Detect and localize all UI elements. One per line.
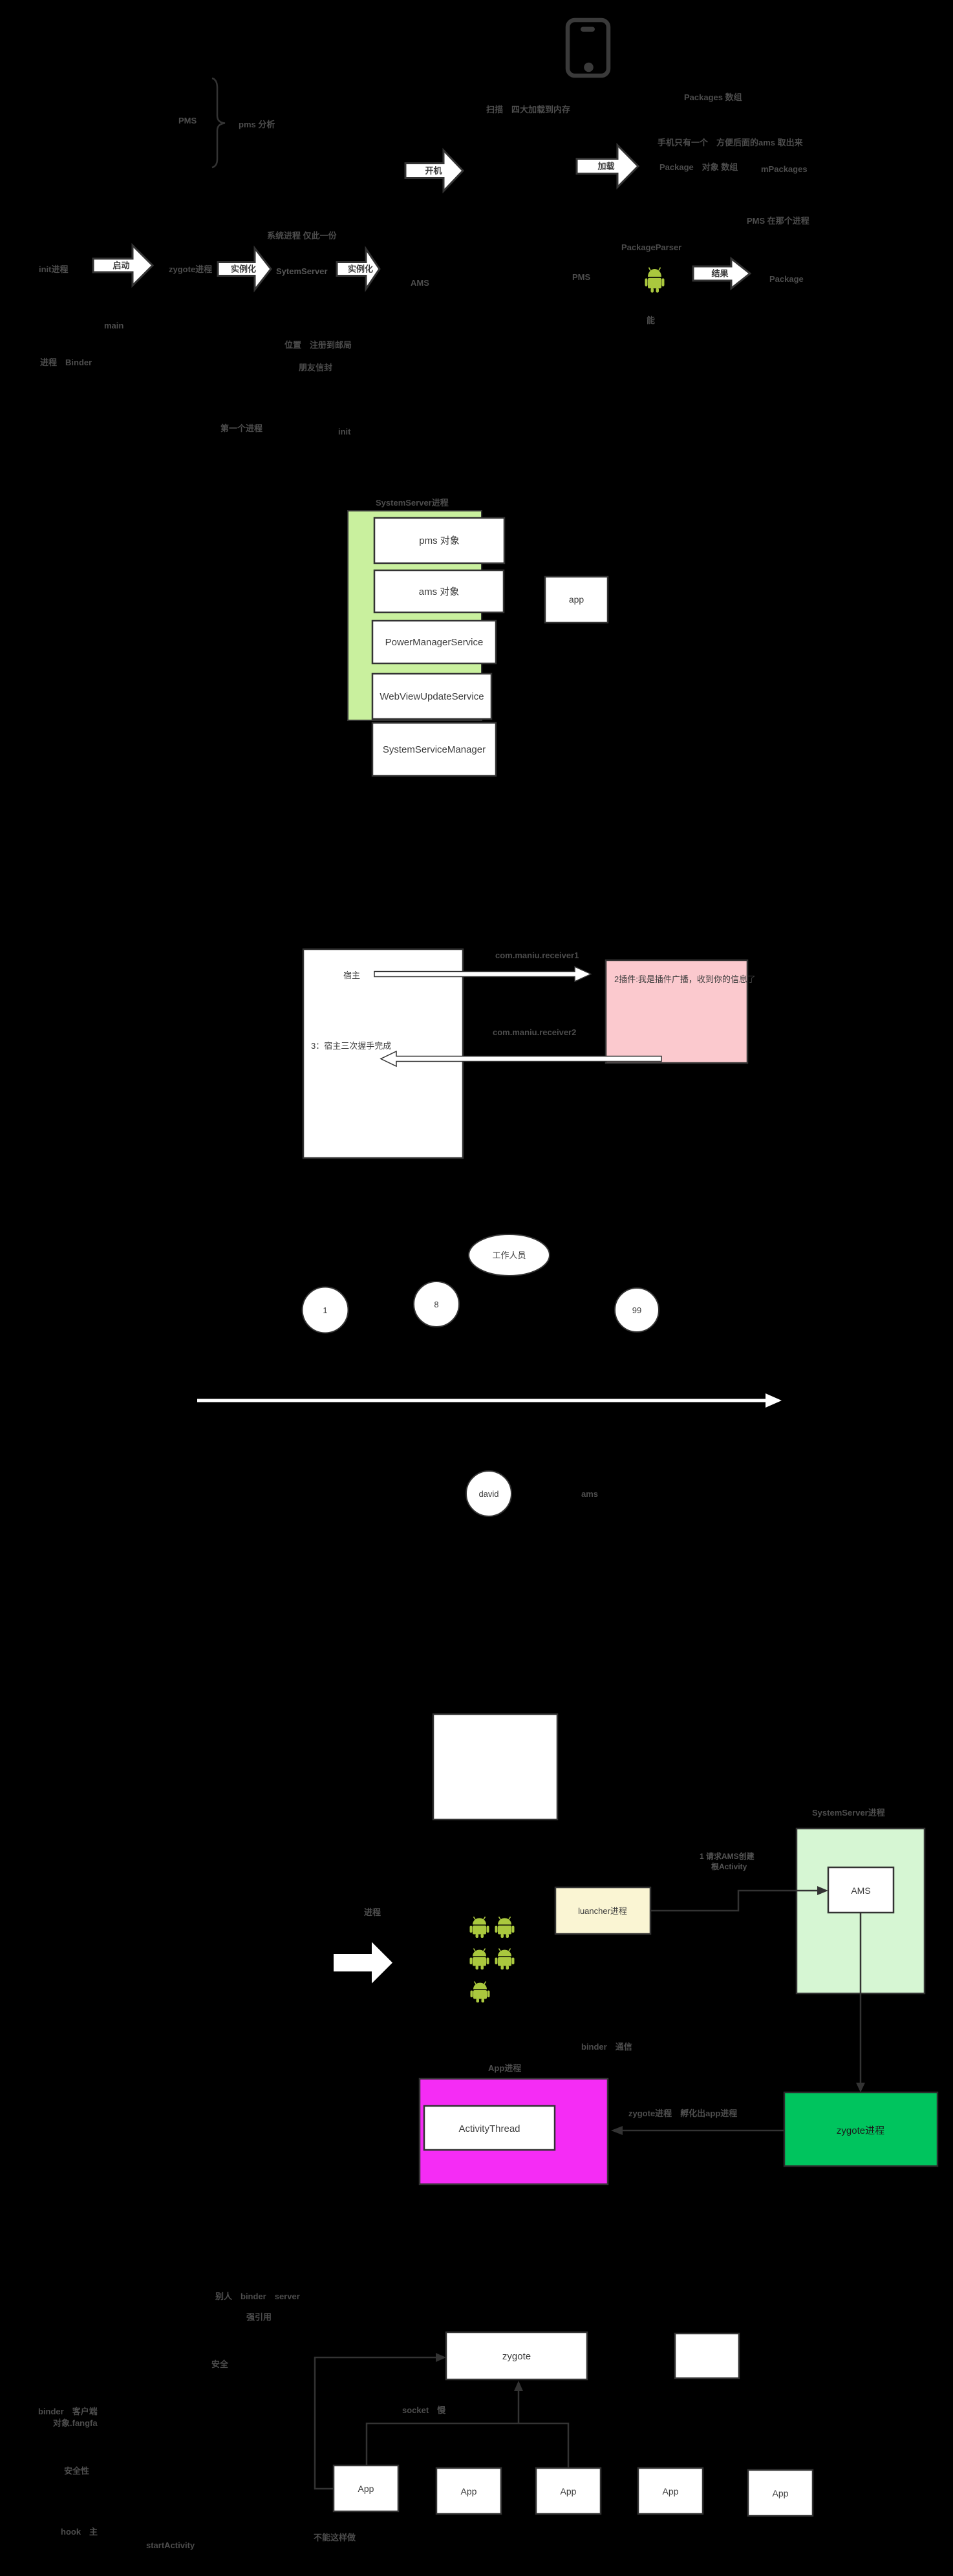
svg-text:mPackages: mPackages [761, 164, 808, 174]
svg-text:hook 主: hook 主 [61, 2527, 98, 2537]
svg-text:App进程: App进程 [488, 2063, 521, 2073]
svg-text:不能这样做: 不能这样做 [314, 2533, 356, 2542]
svg-text:安全: 安全 [211, 2359, 229, 2369]
svg-text:david: david [478, 1489, 498, 1499]
svg-text:app: app [569, 594, 584, 605]
svg-text:pms 分析: pms 分析 [239, 120, 275, 129]
svg-text:SystemServer进程: SystemServer进程 [376, 498, 449, 508]
svg-text:1 请求AMS创建: 1 请求AMS创建 [700, 1851, 755, 1861]
svg-text:8: 8 [434, 1300, 438, 1309]
svg-text:Package 对象 数组: Package 对象 数组 [659, 162, 738, 172]
svg-text:binder 客户端: binder 客户端 [38, 2407, 98, 2416]
svg-text:luancher进程: luancher进程 [578, 1906, 627, 1916]
svg-text:SystemServiceManager: SystemServiceManager [383, 744, 486, 755]
svg-text:init: init [338, 427, 351, 436]
svg-text:能: 能 [647, 316, 655, 325]
svg-text:ams 对象: ams 对象 [419, 586, 460, 597]
svg-text:根Activity: 根Activity [711, 1862, 747, 1871]
svg-text:对象.fangfa: 对象.fangfa [53, 2418, 98, 2428]
svg-text:启动: 启动 [112, 261, 129, 270]
svg-text:PMS: PMS [572, 272, 591, 282]
svg-text:zygote进程 孵化出app进程: zygote进程 孵化出app进程 [628, 2109, 737, 2118]
svg-text:startActivity: startActivity [146, 2540, 195, 2550]
svg-text:1: 1 [323, 1305, 327, 1315]
svg-text:zygote进程: zygote进程 [169, 264, 212, 274]
svg-text:pms 对象: pms 对象 [419, 535, 460, 546]
svg-text:进程 Binder: 进程 Binder [40, 358, 92, 367]
svg-text:zygote进程: zygote进程 [837, 2125, 884, 2136]
svg-text:SystemServer进程: SystemServer进程 [812, 1808, 885, 1818]
svg-text:99: 99 [632, 1305, 641, 1315]
svg-text:宿主: 宿主 [343, 971, 360, 980]
svg-text:AMS: AMS [411, 278, 429, 288]
svg-text:开机: 开机 [425, 166, 442, 176]
svg-text:加载: 加载 [597, 162, 614, 171]
svg-text:App: App [561, 2486, 577, 2496]
svg-text:第一个进程: 第一个进程 [220, 424, 262, 433]
svg-text:2插件:我是插件广播，收到你的信息了: 2插件:我是插件广播，收到你的信息了 [614, 974, 756, 984]
svg-text:系统进程 仅此一份: 系统进程 仅此一份 [267, 231, 337, 241]
svg-text:朋友信封: 朋友信封 [298, 363, 332, 372]
svg-text:PMS 在那个进程: PMS 在那个进程 [747, 216, 809, 226]
svg-text:App: App [663, 2486, 679, 2496]
svg-text:main: main [104, 321, 123, 330]
svg-text:别人 binder server: 别人 binder server [215, 2292, 300, 2301]
svg-text:进程: 进程 [364, 1907, 381, 1917]
svg-text:手机只有一个 方便后面的ams 取出来: 手机只有一个 方便后面的ams 取出来 [658, 138, 804, 147]
svg-text:WebViewUpdateService: WebViewUpdateService [380, 691, 484, 702]
svg-text:实例化: 实例化 [348, 264, 373, 274]
svg-text:ams: ams [581, 1489, 598, 1499]
svg-text:PowerManagerService: PowerManagerService [385, 637, 484, 648]
svg-text:安全性: 安全性 [64, 2466, 89, 2476]
svg-text:Package: Package [769, 274, 804, 284]
svg-text:结果: 结果 [711, 269, 728, 279]
svg-text:工作人员: 工作人员 [492, 1250, 526, 1260]
svg-text:PackageParser: PackageParser [621, 242, 681, 252]
svg-text:zygote: zygote [502, 2351, 531, 2362]
svg-text:com.maniu.receiver1: com.maniu.receiver1 [495, 950, 579, 960]
svg-text:3：宿主三次握手完成: 3：宿主三次握手完成 [311, 1041, 391, 1051]
svg-text:Packages 数组: Packages 数组 [684, 92, 742, 102]
svg-text:App: App [461, 2486, 477, 2496]
svg-text:com.maniu.receiver2: com.maniu.receiver2 [493, 1027, 576, 1037]
svg-text:App: App [358, 2484, 374, 2494]
svg-text:ActivityThread: ActivityThread [458, 2123, 520, 2134]
svg-text:AMS: AMS [851, 1885, 870, 1896]
svg-text:实例化: 实例化 [231, 264, 256, 274]
svg-text:位置 注册到邮局: 位置 注册到邮局 [284, 340, 352, 350]
svg-text:binder 通信: binder 通信 [581, 2042, 632, 2052]
svg-text:PMS: PMS [178, 116, 197, 125]
svg-text:SytemServer: SytemServer [276, 266, 328, 276]
svg-text:App: App [773, 2488, 789, 2498]
svg-text:socket 慢: socket 慢 [402, 2405, 446, 2415]
svg-text:init进程: init进程 [39, 264, 69, 274]
svg-text:强引用: 强引用 [246, 2312, 272, 2322]
svg-text:扫描 四大加载到内存: 扫描 四大加载到内存 [486, 105, 570, 114]
